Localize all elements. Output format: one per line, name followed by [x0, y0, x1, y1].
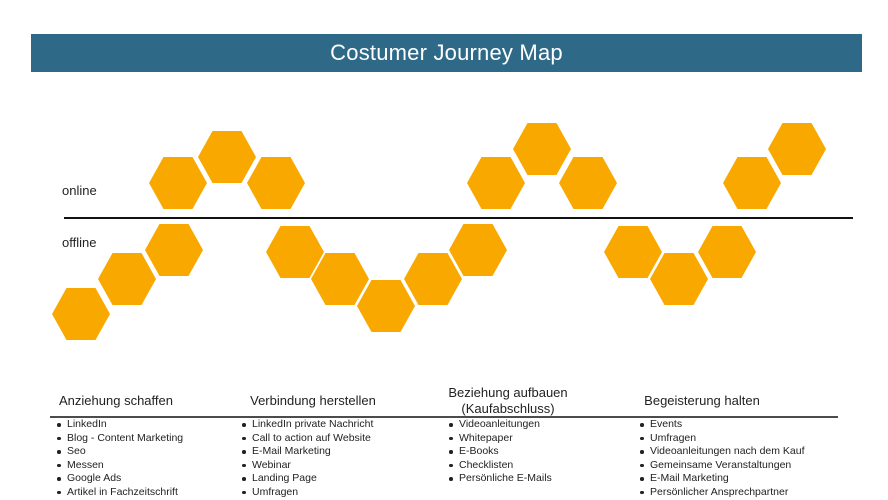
- list-item: Artikel in Fachzeitschrift: [55, 486, 183, 500]
- online-hexagon: [513, 123, 571, 175]
- online-hexagon: [247, 157, 305, 209]
- offline-hexagon: [98, 253, 156, 305]
- list-item: Google Ads: [55, 472, 183, 486]
- list-item: Videoanleitungen: [447, 418, 552, 432]
- list-item: Seo: [55, 445, 183, 459]
- list-item: Blog - Content Marketing: [55, 432, 183, 446]
- list-item: Umfragen: [638, 432, 805, 446]
- list-item: Persönliche E-Mails: [447, 472, 552, 486]
- phase-heading-1: Anziehung schaffen: [59, 393, 173, 408]
- online-hexagon: [559, 157, 617, 209]
- online-hexagon: [467, 157, 525, 209]
- list-item: Landing Page: [240, 472, 373, 486]
- page-title: Costumer Journey Map: [330, 40, 563, 65]
- phase-list-2: LinkedIn private Nachricht Call to actio…: [240, 418, 373, 499]
- list-item: Persönlicher Ansprechpartner: [638, 486, 805, 500]
- list-item: E-Mail Marketing: [240, 445, 373, 459]
- online-hexagon: [198, 131, 256, 183]
- list-item: Umfragen: [240, 486, 373, 500]
- list-item: Videoanleitungen nach dem Kauf: [638, 445, 805, 459]
- list-item: Checklisten: [447, 459, 552, 473]
- list-item: LinkedIn: [55, 418, 183, 432]
- online-label: online: [62, 183, 97, 198]
- offline-hexagon: [311, 253, 369, 305]
- list-item: Webinar: [240, 459, 373, 473]
- list-item: E-Books: [447, 445, 552, 459]
- online-hexagon: [149, 157, 207, 209]
- offline-hexagon: [404, 253, 462, 305]
- phase-heading-3-line1: Beziehung aufbauen: [448, 385, 568, 400]
- online-hexagon: [768, 123, 826, 175]
- phase-list-4: Events Umfragen Videoanleitungen nach de…: [638, 418, 805, 499]
- list-item: E-Mail Marketing: [638, 472, 805, 486]
- phase-heading-3-line2: (Kaufabschluss): [461, 401, 555, 416]
- list-item: Call to action auf Website: [240, 432, 373, 446]
- offline-hexagon: [449, 224, 507, 276]
- phase-list-1: LinkedIn Blog - Content Marketing Seo Me…: [55, 418, 183, 499]
- list-item: Events: [638, 418, 805, 432]
- online-hexagon: [723, 157, 781, 209]
- offline-hexagon: [357, 280, 415, 332]
- phase-heading-4: Begeisterung halten: [644, 393, 760, 408]
- list-item: Gemeinsame Veranstaltungen: [638, 459, 805, 473]
- list-item: LinkedIn private Nachricht: [240, 418, 373, 432]
- list-item: Messen: [55, 459, 183, 473]
- offline-hexagon: [698, 226, 756, 278]
- offline-hexagon: [266, 226, 324, 278]
- list-item: Whitepaper: [447, 432, 552, 446]
- offline-label: offline: [62, 235, 97, 250]
- phase-list-3: Videoanleitungen Whitepaper E-Books Chec…: [447, 418, 552, 486]
- title-bar: Costumer Journey Map: [31, 34, 862, 72]
- offline-hexagon: [650, 253, 708, 305]
- offline-hexagon: [145, 224, 203, 276]
- offline-hexagon: [604, 226, 662, 278]
- hexagon-layer: [52, 123, 826, 340]
- phase-heading-2: Verbindung herstellen: [250, 393, 376, 408]
- phase-heading-3: Beziehung aufbauen (Kaufabschluss): [433, 385, 583, 417]
- offline-hexagon: [52, 288, 110, 340]
